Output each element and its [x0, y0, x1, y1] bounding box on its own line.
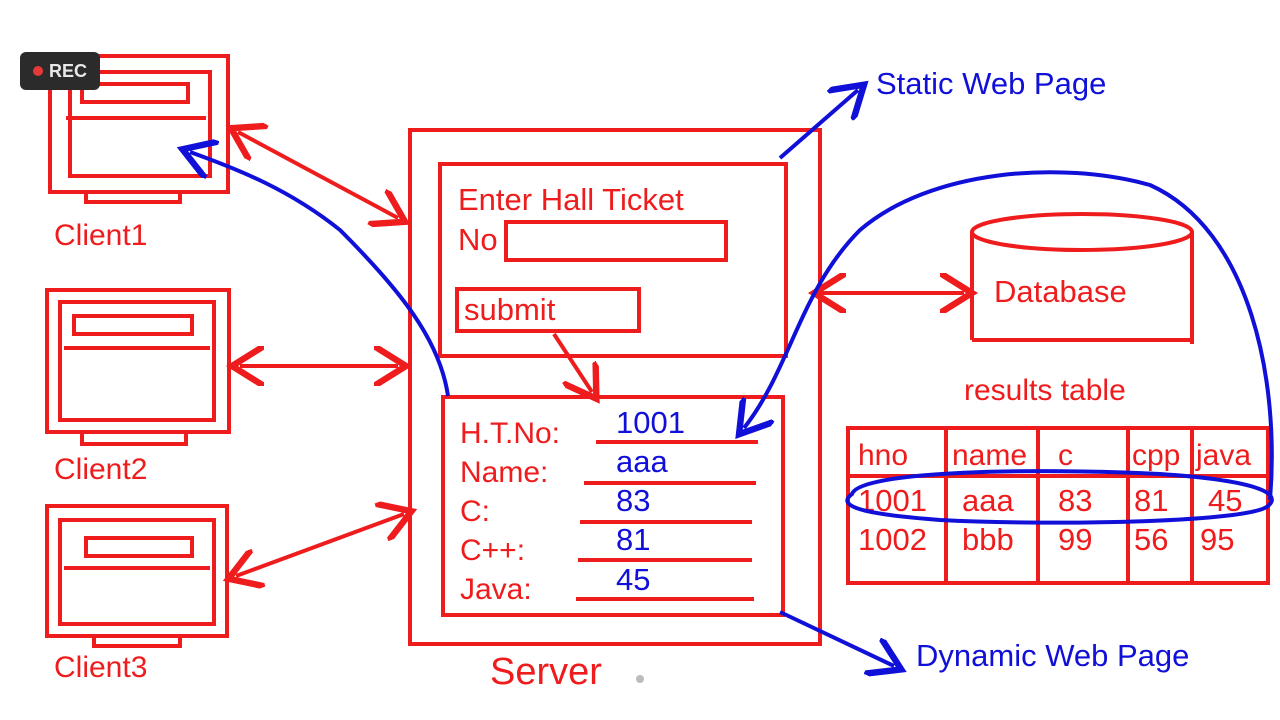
result-value-c: 83 [616, 483, 650, 518]
database-cylinder-icon [970, 212, 1194, 344]
table-cell: 95 [1200, 522, 1234, 557]
table-cell: 99 [1058, 522, 1092, 557]
table-header-name: name [952, 439, 1027, 472]
dynamic-page-pointer-arrow [779, 610, 894, 666]
table-cell: 56 [1134, 522, 1168, 557]
result-field-values: 1001 aaa 83 81 45 [616, 405, 685, 597]
table-cell: bbb [962, 522, 1014, 557]
client3-server-arrow [236, 514, 404, 576]
result-label-cpp: C++: [460, 534, 525, 567]
result-value-htno: 1001 [616, 405, 685, 440]
result-label-name: Name: [460, 456, 548, 489]
client1-label: Client1 [54, 219, 147, 252]
result-label-htno: H.T.No: [460, 417, 560, 450]
decorative-dot [636, 675, 644, 683]
row-highlight-ellipse [845, 469, 1274, 525]
result-field-labels: H.T.No: Name: C: C++: Java: [460, 417, 560, 606]
client1-server-arrow [238, 132, 398, 218]
result-value-java: 45 [616, 562, 650, 597]
recording-badge: REC [20, 52, 100, 90]
table-cell: 81 [1134, 483, 1168, 518]
table-cell: 45 [1208, 483, 1242, 518]
results-table-row-1: 1001 aaa 83 81 45 [858, 483, 1242, 518]
static-page-annotation: Static Web Page [876, 66, 1106, 101]
client2-label: Client2 [54, 453, 147, 486]
result-value-name: aaa [616, 444, 668, 479]
result-label-java: Java: [460, 573, 532, 606]
result-value-lines [576, 440, 758, 601]
submit-result-arrow [552, 332, 592, 392]
result-value-cpp: 81 [616, 522, 650, 557]
result-label-c: C: [460, 495, 490, 528]
results-table-header: hno name c cpp java [858, 439, 1251, 472]
results-table-row-2: 1002 bbb 99 56 95 [858, 522, 1234, 557]
recording-badge-label: REC [48, 60, 87, 81]
client3-label: Client3 [54, 651, 147, 684]
table-cell: 1002 [858, 522, 927, 557]
form-prompt-line1: Enter Hall Ticket [458, 182, 684, 217]
results-table-caption: results table [964, 374, 1126, 407]
dynamic-result-page [441, 395, 785, 617]
client-server-arrows [236, 132, 404, 576]
client2-computer-icon [45, 288, 231, 446]
table-header-cpp: cpp [1132, 439, 1180, 472]
server-box [408, 128, 822, 646]
data-flow-loop-arrow [744, 170, 1274, 501]
database-label: Database [994, 274, 1127, 309]
response-to-client-arrow [190, 152, 450, 397]
table-header-hno: hno [858, 439, 908, 472]
hall-ticket-input[interactable] [504, 220, 728, 262]
server-label: Server [490, 651, 602, 693]
dynamic-page-annotation: Dynamic Web Page [916, 638, 1189, 673]
table-cell: aaa [962, 483, 1014, 518]
table-header-c: c [1058, 439, 1073, 472]
record-dot-icon [32, 66, 43, 76]
form-prompt-line2: No [458, 222, 498, 257]
client3-computer-icon [45, 504, 229, 648]
table-header-java: java [1195, 439, 1251, 472]
static-page-pointer-arrow [778, 90, 858, 160]
submit-button[interactable] [455, 287, 641, 333]
table-cell: 83 [1058, 483, 1092, 518]
static-page-form [438, 162, 788, 358]
submit-button-label: submit [464, 292, 556, 327]
